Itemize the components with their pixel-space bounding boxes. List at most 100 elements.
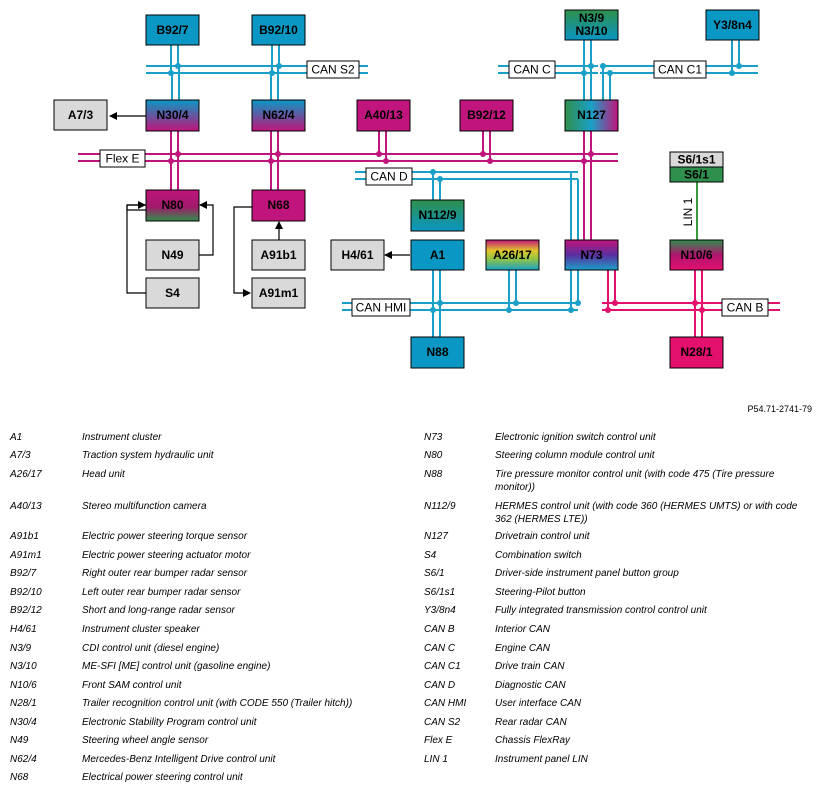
legend-description: Interior CAN: [495, 624, 551, 635]
legend-code: N112/9: [424, 501, 456, 512]
svg-text:S4: S4: [165, 286, 180, 300]
svg-text:A40/13: A40/13: [364, 108, 403, 122]
legend-code: N3/9: [10, 643, 32, 654]
bus-label-can-hmi: CAN HMI: [351, 298, 411, 317]
svg-text:B92/10: B92/10: [259, 23, 298, 37]
legend-description: Stereo multifunction camera: [82, 501, 207, 512]
legend-code: N3/10: [10, 661, 37, 672]
legend-code: N30/4: [10, 717, 37, 728]
legend-description: Fully integrated transmission control co…: [495, 605, 707, 616]
legend-description: Electronic Stability Program control uni…: [82, 717, 257, 728]
node-n49: N49: [145, 239, 200, 271]
svg-text:N73: N73: [580, 248, 602, 262]
legend-description: Instrument panel LIN: [495, 754, 588, 765]
legend-description: User interface CAN: [495, 698, 582, 709]
legend-code: N68: [10, 772, 29, 783]
legend-description: Head unit: [82, 469, 125, 480]
svg-text:A7/3: A7/3: [68, 108, 94, 122]
node-n62-4: N62/4: [251, 99, 306, 132]
node-n68: N68: [251, 189, 306, 222]
legend-description: Right outer rear bumper radar sensor: [82, 568, 248, 579]
svg-text:B92/12: B92/12: [467, 108, 506, 122]
node-a1: A1: [410, 239, 465, 271]
legend-code: B92/7: [10, 568, 37, 579]
node-y3-8n4: Y3/8n4: [705, 9, 760, 41]
legend-code: CAN S2: [424, 717, 461, 728]
legend-description: Trailer recognition control unit (with C…: [82, 698, 353, 709]
node-a7-3: A7/3: [53, 99, 108, 131]
legend-description: Instrument cluster speaker: [82, 624, 200, 635]
legend-code: LIN 1: [424, 754, 448, 765]
legend-code: N80: [424, 450, 443, 461]
svg-text:CAN C1: CAN C1: [658, 63, 702, 77]
node-s4: S4: [145, 277, 200, 309]
legend-code: CAN HMI: [424, 698, 467, 709]
legend-description: Mercedes-Benz Intelligent Drive control …: [82, 754, 276, 765]
node-n112-9: N112/9: [410, 199, 465, 232]
node-n80: N80: [145, 189, 200, 222]
legend-description: Steering column module control unit: [495, 450, 655, 461]
node-n30-4: N30/4: [145, 99, 200, 132]
legend-code: N88: [424, 469, 443, 480]
bus-label-can-c: CAN C: [508, 60, 556, 79]
svg-text:N112/9: N112/9: [418, 208, 456, 222]
bus-label-flex-e: Flex E: [99, 149, 146, 168]
node-n28-1: N28/1: [669, 336, 724, 369]
svg-text:N62/4: N62/4: [262, 108, 294, 122]
svg-text:Y3/8n4: Y3/8n4: [713, 18, 752, 32]
legend-code: H4/61: [10, 624, 37, 635]
legend-description: Drive train CAN: [495, 661, 565, 672]
svg-text:N127: N127: [577, 108, 606, 122]
legend-description: Short and long-range radar sensor: [82, 605, 235, 616]
legend-code: CAN D: [424, 680, 456, 691]
legend-description: Chassis FlexRay: [495, 735, 571, 746]
svg-text:N28/1: N28/1: [680, 345, 712, 359]
node-n3-9-n3-10: N3/9 N3/10: [564, 9, 619, 41]
legend-description: Electronic ignition switch control unit: [495, 432, 656, 443]
node-n73: N73: [564, 239, 619, 271]
legend-code: A1: [10, 432, 23, 443]
svg-text:A91m1: A91m1: [259, 286, 299, 300]
bus-label-can-c1: CAN C1: [653, 60, 707, 79]
legend-code: N127: [424, 531, 448, 542]
node-h4-61: H4/61: [330, 239, 385, 271]
node-b92-10: B92/10: [251, 14, 306, 46]
svg-text:H4/61: H4/61: [341, 248, 373, 262]
svg-text:A91b1: A91b1: [260, 248, 296, 262]
legend-description: Electric power steering actuator motor: [82, 550, 251, 561]
svg-text:B92/7: B92/7: [156, 23, 188, 37]
svg-text:S6/1s1: S6/1s1: [677, 153, 715, 167]
legend-description: Steering-Pilot button: [495, 587, 586, 598]
legend-code: A7/3: [10, 450, 31, 461]
node-n10-6: N10/6: [669, 239, 724, 271]
svg-text:N88: N88: [426, 345, 448, 359]
node-s6-1: S6/1: [669, 166, 724, 183]
node-n88: N88: [410, 336, 465, 369]
svg-text:LIN 1: LIN 1: [681, 197, 695, 226]
legend-code: Y3/8n4: [424, 605, 456, 616]
legend-description: Diagnostic CAN: [495, 680, 566, 691]
legend-description: Electric power steering torque sensor: [82, 531, 248, 542]
legend-description: Drivetrain control unit: [495, 531, 590, 542]
legend-code: B92/12: [10, 605, 42, 616]
svg-text:N10/6: N10/6: [680, 248, 712, 262]
legend-code: CAN B: [424, 624, 455, 635]
legend-code: S4: [424, 550, 437, 561]
svg-text:N68: N68: [267, 198, 289, 212]
legend-code: N49: [10, 735, 29, 746]
legend-code: S6/1s1: [424, 587, 456, 598]
legend-code: A40/13: [10, 501, 42, 512]
node-b92-12: B92/12: [459, 99, 514, 132]
network-topology-diagram: B92/7 B92/10 N3/9 N3/10 Y3/8n4 A7/3 N30/…: [53, 9, 780, 369]
legend-description: CDI control unit (diesel engine): [82, 643, 220, 654]
legend-code: A91m1: [10, 550, 42, 561]
legend-code: Flex E: [424, 735, 453, 746]
svg-text:N30/4: N30/4: [156, 108, 188, 122]
legend-code: CAN C: [424, 643, 456, 654]
legend-description: Rear radar CAN: [495, 717, 567, 728]
bus-label-can-s2: CAN S2: [306, 60, 360, 79]
legend-code: B92/10: [10, 587, 42, 598]
legend-code: CAN C1: [424, 661, 461, 672]
legend-description: Electrical power steering control unit: [82, 772, 243, 783]
svg-text:N80: N80: [161, 198, 183, 212]
